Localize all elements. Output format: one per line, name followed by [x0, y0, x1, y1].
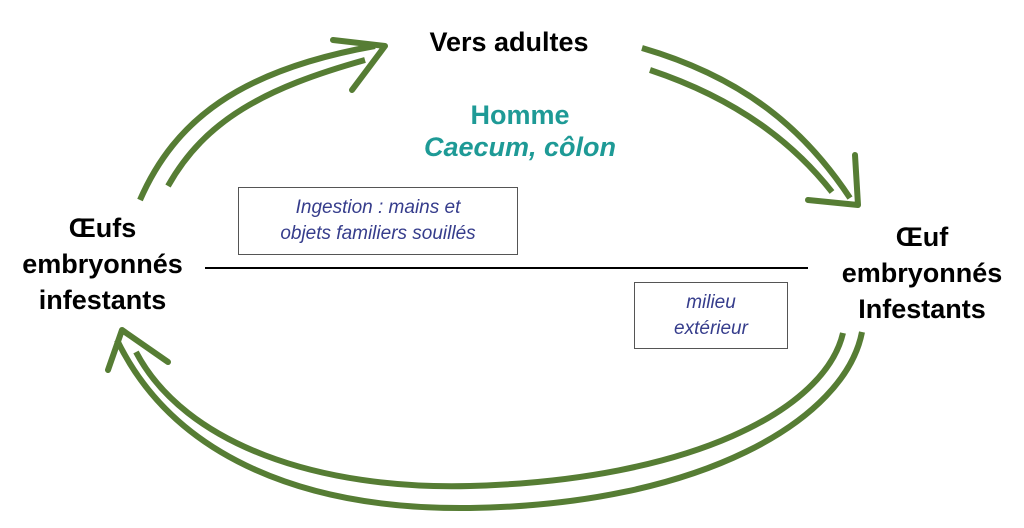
- arrow-right-to-left-inner-line: [133, 332, 846, 490]
- node-right-line-3: Infestants: [858, 294, 986, 324]
- node-right-line-1: Œuf: [895, 222, 949, 252]
- arrow-right-to-left-outer-line: [114, 331, 865, 512]
- note-ingestion-line-2: objets familiers souillés: [280, 223, 476, 244]
- arrow-left-to-top-outer-line: [137, 43, 376, 202]
- note-exterieur-line-2: extérieur: [674, 318, 748, 339]
- note-external-environment: milieu extérieur: [634, 282, 788, 349]
- node-adult-worms: Vers adultes: [384, 24, 634, 60]
- host-location: Caecum, côlon: [423, 132, 617, 162]
- node-infective-eggs-left: Œufs embryonnés infestants: [0, 210, 205, 318]
- note-exterieur-line-1: milieu: [686, 292, 736, 313]
- arrow-right-to-left-head-icon: [105, 327, 171, 373]
- arrow-top-to-right-inner-line: [649, 67, 835, 194]
- host-label: Homme Caecum, côlon: [360, 99, 680, 163]
- host-name: Homme: [470, 100, 570, 130]
- note-ingestion: Ingestion : mains et objets familiers so…: [238, 187, 518, 255]
- arrow-left-to-top: [137, 37, 388, 202]
- arrow-left-to-top-inner-line: [165, 57, 366, 188]
- node-infective-eggs-right: Œuf embryonnés Infestants: [820, 219, 1024, 327]
- node-left-line-3: infestants: [38, 285, 167, 315]
- arrow-left-to-top-head-icon: [330, 37, 388, 93]
- node-left-line-1: Œufs: [68, 213, 137, 243]
- note-ingestion-line-1: Ingestion : mains et: [295, 197, 461, 218]
- node-left-line-2: embryonnés: [22, 249, 183, 279]
- arrow-right-to-left: [105, 327, 865, 512]
- node-adult-worms-label: Vers adultes: [429, 27, 589, 57]
- arrow-top-to-right-head-icon: [805, 152, 861, 208]
- arrow-top-to-right-outer-line: [641, 45, 853, 200]
- node-right-line-2: embryonnés: [841, 258, 1003, 288]
- arrow-top-to-right: [641, 45, 861, 208]
